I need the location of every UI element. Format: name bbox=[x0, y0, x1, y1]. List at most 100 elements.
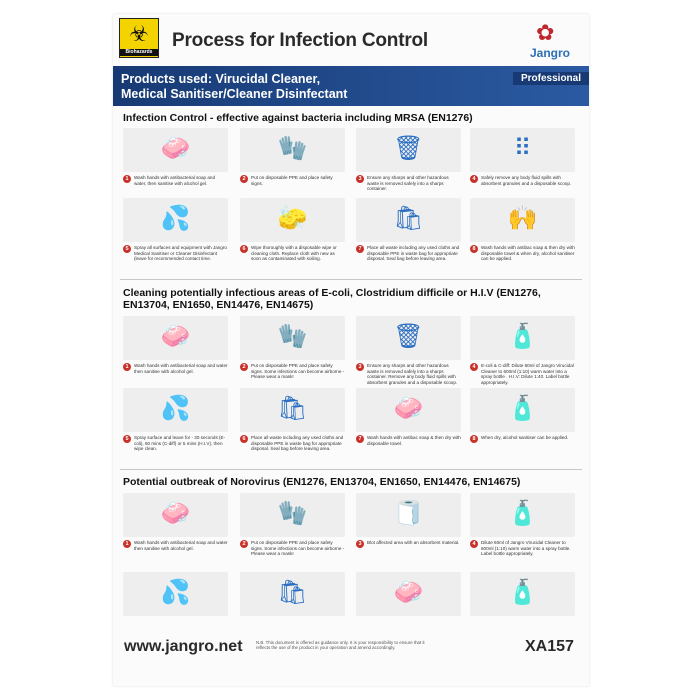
step-illustration: 🛍 bbox=[240, 572, 345, 616]
step-number: 3 bbox=[356, 175, 364, 183]
step-number: 7 bbox=[356, 245, 364, 253]
sanitiser-icon: 🧴 bbox=[507, 395, 538, 422]
step-number: 1 bbox=[123, 540, 131, 548]
wipe-icon: 🧽 bbox=[277, 205, 308, 232]
step-text: E-coli & C-diff: Dilute 60ml of Jangro V… bbox=[481, 363, 574, 385]
step-card: 🛍 bbox=[240, 572, 345, 616]
step-text: When dry, alcohol sanitiser can be appli… bbox=[481, 435, 569, 440]
step-number: 6 bbox=[240, 245, 248, 253]
hand-wash-icon: 🧼 bbox=[160, 135, 191, 162]
step-card: 🧴 bbox=[470, 572, 575, 616]
step-illustration: 🛍 bbox=[356, 198, 461, 242]
granules-icon: ⠿ bbox=[513, 135, 532, 162]
section-2-title-line-2: EN13704, EN1650, EN14476, EN14675) bbox=[123, 299, 314, 311]
step-illustration: 💦 bbox=[123, 572, 228, 616]
step-text: Put on disposable PPE and place safety s… bbox=[251, 363, 345, 380]
products-banner: Products used: Virucidal Cleaner, Medica… bbox=[113, 66, 589, 106]
gloves-sign-icon: 🧤 bbox=[277, 500, 308, 527]
step-illustration: 🧻 bbox=[356, 493, 461, 537]
product-code: XA157 bbox=[525, 638, 574, 655]
step-text: Safely remove any body fluid spills with… bbox=[481, 175, 572, 186]
step-text: Ensure any sharps and other hazardous wa… bbox=[367, 175, 449, 192]
hand-dry-icon: 🙌 bbox=[507, 205, 538, 232]
gloves-sign-icon: 🧤 bbox=[277, 135, 308, 162]
step-card: 🧼 bbox=[356, 572, 461, 616]
spray-icon: 💦 bbox=[160, 395, 191, 422]
footer-disclaimer: N.B. This document is offered as guidanc… bbox=[256, 640, 425, 651]
flower-logo-icon: ✿ bbox=[536, 20, 555, 45]
step-number: 2 bbox=[240, 175, 248, 183]
step-text: Place all waste including any used cloth… bbox=[367, 245, 460, 262]
step-number: 4 bbox=[470, 363, 478, 371]
step-illustration: 🧴 bbox=[470, 493, 575, 537]
step-number: 5 bbox=[123, 245, 131, 253]
step-number: 2 bbox=[240, 363, 248, 371]
step-illustration: 🧼 bbox=[123, 493, 228, 537]
step-number: 8 bbox=[470, 245, 478, 253]
step-text: Wipe thoroughly with a disposable wipe o… bbox=[251, 245, 337, 262]
brand-name: Jangro bbox=[529, 46, 570, 60]
tongs-icon: 🗑 bbox=[393, 323, 424, 350]
step-illustration: 🧼 bbox=[356, 388, 461, 432]
step-illustration: 🗑 bbox=[356, 316, 461, 360]
step-illustration: 🧴 bbox=[470, 316, 575, 360]
step-text: Wash hands with antibacterial soap and w… bbox=[134, 363, 228, 374]
step-text: Wash hands with antibacterial soap and w… bbox=[134, 540, 228, 551]
step-text: Put on disposable PPE and place safety s… bbox=[251, 540, 345, 557]
biohazard-sign: ☣ Biohazards bbox=[119, 18, 159, 58]
banner-line-2: Medical Sanitiser/Cleaner Disinfectant bbox=[121, 87, 348, 101]
step-illustration: 💦 bbox=[123, 198, 228, 242]
step-number: 7 bbox=[356, 435, 364, 443]
step-text: Place all waste including any used cloth… bbox=[251, 435, 344, 452]
step-text: Blot affected area with an absorbent mat… bbox=[367, 540, 460, 545]
step-number: 6 bbox=[240, 435, 248, 443]
biohazard-icon: ☣ bbox=[129, 21, 149, 46]
step-number: 3 bbox=[356, 363, 364, 371]
step-illustration: 🧤 bbox=[240, 128, 345, 172]
step-illustration: 🧤 bbox=[240, 316, 345, 360]
step-number: 1 bbox=[123, 363, 131, 371]
step-illustration: 🧼 bbox=[123, 316, 228, 360]
step-illustration: 🧼 bbox=[123, 128, 228, 172]
step-illustration: 🛍 bbox=[240, 388, 345, 432]
step-illustration: 🧴 bbox=[470, 572, 575, 616]
step-illustration: 🧼 bbox=[356, 572, 461, 616]
step-illustration: 🧴 bbox=[470, 388, 575, 432]
step-text: Spray all surfaces and equipment with Ja… bbox=[134, 245, 227, 262]
biohazard-label: Biohazards bbox=[120, 49, 158, 56]
banner-line-1: Products used: Virucidal Cleaner, bbox=[121, 72, 321, 86]
step-number: 3 bbox=[356, 540, 364, 548]
brand-tag: Professional bbox=[513, 72, 589, 85]
step-number: 4 bbox=[470, 175, 478, 183]
spray-icon: 💦 bbox=[160, 205, 191, 232]
step-number: 4 bbox=[470, 540, 478, 548]
step-text: Ensure any sharps and other hazardous wa… bbox=[367, 363, 458, 385]
step-text: Put on disposable PPE and place safety s… bbox=[251, 175, 333, 186]
